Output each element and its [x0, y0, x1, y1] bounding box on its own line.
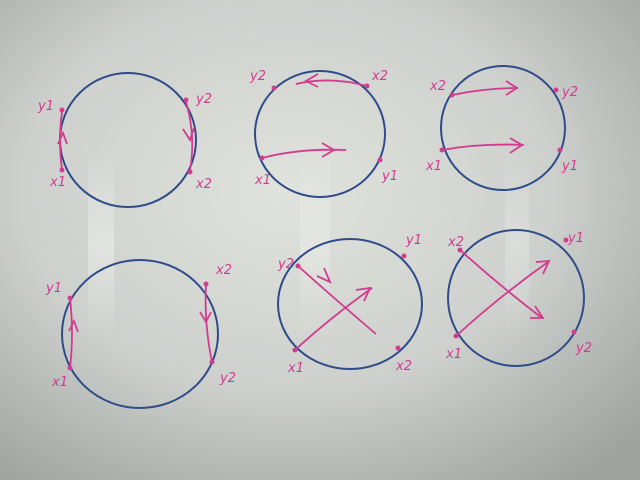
diagram-2: y2 x2 x1 y1	[249, 69, 398, 198]
diagram-1: y1 y2 x1 x2	[37, 72, 212, 208]
light-glare	[88, 150, 114, 340]
point-label: y1	[405, 233, 422, 248]
point-label: x2	[447, 235, 464, 250]
point-label: y2	[575, 341, 592, 356]
point-label: y1	[45, 281, 62, 296]
point-label: y2	[195, 92, 212, 107]
point-label: x1	[49, 175, 66, 190]
point-label: x2	[395, 359, 412, 374]
arrow-head	[530, 305, 545, 319]
point-marker	[395, 345, 401, 351]
point-marker	[271, 85, 277, 91]
arrow-head	[505, 80, 519, 96]
arrow-path	[294, 287, 373, 351]
arrow-path	[297, 265, 377, 335]
point-marker	[563, 237, 569, 243]
point-label: x2	[429, 79, 446, 94]
arrow-head	[535, 259, 551, 275]
point-label: x2	[215, 263, 232, 278]
circle	[254, 70, 386, 198]
point-label: x2	[371, 69, 388, 84]
point-label: y2	[219, 371, 236, 386]
arrow-head	[355, 286, 372, 302]
arrow-path	[451, 87, 519, 96]
point-label: x1	[445, 347, 462, 362]
point-marker	[377, 157, 383, 163]
diagram-3: x2 y2 x1 y1	[425, 65, 578, 191]
arrow-path	[441, 143, 525, 151]
diagram-4: y1 x2 x1 y2	[45, 259, 236, 409]
point-label: x1	[51, 375, 68, 390]
point-marker	[183, 97, 189, 103]
arrow-head	[57, 130, 68, 145]
point-marker	[571, 329, 577, 335]
circle	[440, 65, 566, 191]
point-label: y1	[567, 231, 584, 246]
arrow-path	[261, 148, 347, 159]
point-marker	[553, 87, 559, 93]
arrow-head	[199, 311, 212, 324]
arrow-head	[316, 267, 332, 284]
arrow-head	[509, 137, 524, 154]
light-glare	[505, 150, 529, 340]
point-label: y1	[37, 99, 54, 114]
diagram-6: x2 y1 x1 y2	[445, 229, 592, 367]
arrow-path	[295, 79, 368, 87]
arrow-path	[459, 249, 543, 319]
point-label: x1	[425, 159, 442, 174]
light-glare	[300, 150, 330, 340]
point-label: y2	[561, 85, 578, 100]
arrow-head	[182, 127, 195, 143]
arrow-path	[455, 261, 549, 337]
circle	[447, 229, 585, 367]
point-marker	[557, 147, 563, 153]
point-marker	[59, 107, 65, 113]
arrow-head	[321, 142, 336, 158]
point-marker	[401, 253, 407, 259]
arrow-head	[68, 318, 79, 333]
point-label: y1	[561, 159, 578, 174]
arrow-path	[204, 283, 213, 363]
point-label: y2	[277, 257, 294, 272]
point-marker	[187, 169, 193, 175]
point-label: x1	[287, 361, 304, 376]
point-label: x1	[254, 173, 271, 188]
arrow-path	[69, 297, 73, 369]
point-label: y2	[249, 69, 266, 84]
circle	[61, 259, 219, 409]
arrow-head	[304, 73, 319, 88]
point-label: x2	[195, 177, 212, 192]
diagram-5: y2 y1 x1 x2	[277, 233, 423, 376]
point-label: y1	[381, 169, 398, 184]
circle	[277, 238, 423, 370]
